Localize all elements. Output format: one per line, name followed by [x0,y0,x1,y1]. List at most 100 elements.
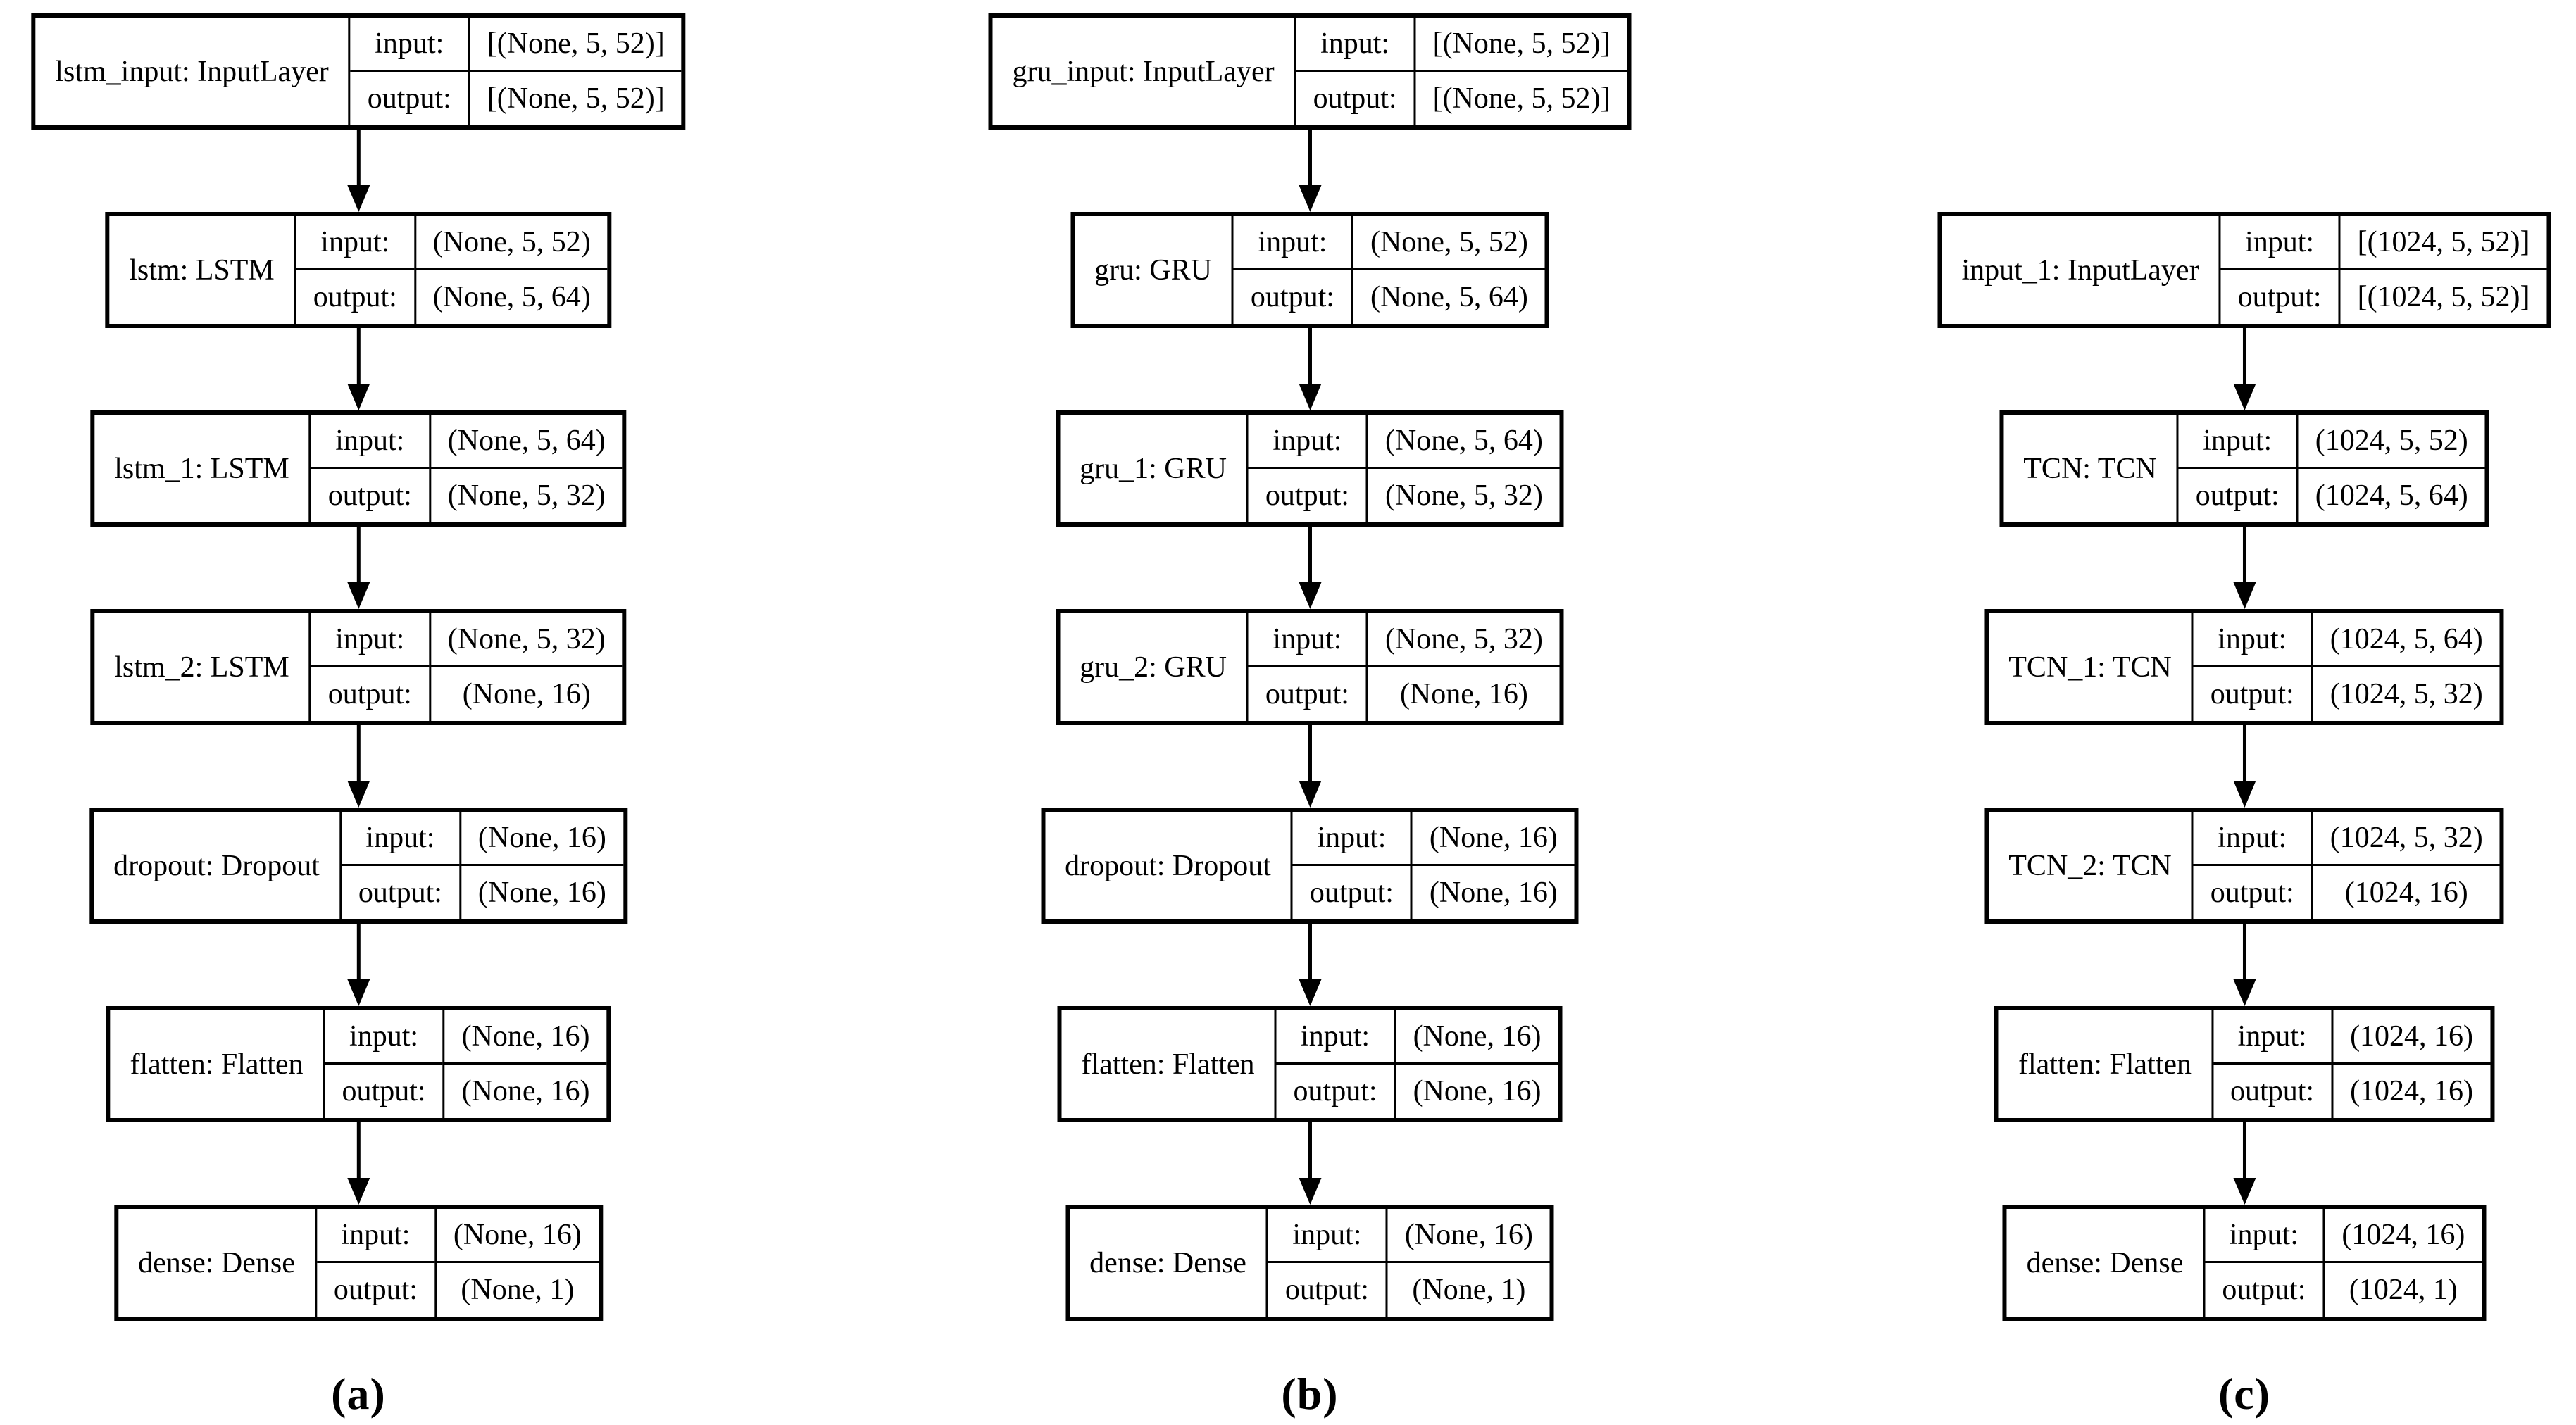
output-shape: (None, 16) [458,865,623,919]
input-shape: (1024, 5, 64) [2311,613,2500,667]
output-label: output: [333,1273,418,1306]
output-label: output: [2210,876,2294,909]
layer-node: dense: Dense input: (None, 16) output: (… [1065,1205,1554,1321]
layer-node: lstm_2: LSTM input: (None, 5, 32) output… [90,609,627,725]
output-label: output: [313,280,397,313]
input-shape: (1024, 5, 32) [2311,812,2500,866]
arrowhead-icon [1298,185,1321,212]
layer-name: flatten: Flatten [1061,1010,1277,1118]
input-label: input: [1296,18,1414,72]
output-shape: (1024, 16) [2311,865,2500,919]
output-shape: (None, 5, 64) [413,270,608,324]
output-label: output: [2210,677,2294,710]
layer-name: dropout: Dropout [94,812,342,919]
output-label: output: [367,82,451,115]
output-label: output: [2195,479,2280,512]
input-shape: (None, 16) [1385,1209,1550,1263]
layer-stack: lstm_input: InputLayer input: [(None, 5,… [31,13,686,1321]
output-label: output: [1309,876,1394,909]
input-label: input: [1268,1209,1386,1263]
output-shape: [(1024, 5, 52)] [2338,270,2547,324]
input-label: input: [350,18,468,72]
arrow-line [356,130,361,186]
arrowhead-icon [346,1178,370,1205]
layer-name: gru_2: GRU [1060,613,1249,721]
input-shape: (1024, 16) [2331,1010,2491,1065]
flow-arrow-connector [345,725,372,808]
input-label: input: [2220,216,2339,270]
arrow-line [2242,527,2246,583]
input-shape: (None, 16) [434,1209,599,1263]
arrow-line [2242,924,2246,980]
output-label: output: [327,677,412,710]
layer-name: gru: GRU [1075,216,1234,324]
subfigure-label-b: (b) [1281,1369,1338,1419]
input-label: input: [316,1209,434,1263]
input-shape: (None, 5, 32) [428,613,623,667]
layer-node: TCN_2: TCN input: (1024, 5, 32) output: … [1984,808,2504,924]
layer-name: dropout: Dropout [1045,812,1293,919]
input-label: input: [1233,216,1351,270]
input-label: input: [296,216,414,270]
input-shape: (None, 5, 64) [1365,415,1560,469]
arrowhead-icon [346,185,370,212]
output-shape: [(None, 5, 52)] [1413,71,1627,125]
arrowhead-icon [1298,1178,1321,1205]
arrowhead-icon [2233,582,2256,609]
input-shape: [(None, 5, 52)] [1413,18,1627,72]
flow-arrow-connector [345,924,372,1006]
layer-name: flatten: Flatten [1999,1010,2214,1118]
flow-arrow-connector [1296,1122,1323,1205]
arrow-line [2242,725,2246,781]
flow-arrow-connector [2231,725,2258,808]
layer-node: gru_2: GRU input: (None, 5, 32) output: … [1056,609,1564,725]
arrowhead-icon [2233,384,2256,410]
input-shape: (None, 5, 64) [428,415,623,469]
layer-name: TCN_2: TCN [1989,812,2194,919]
output-label: output: [2237,280,2322,313]
caption-paren-close: ) [370,1369,386,1419]
output-label: output: [1313,82,1397,115]
output-shape: (None, 16) [1365,667,1560,721]
input-label: input: [1276,1010,1394,1065]
arrow-line [1308,725,1312,781]
layer-name: TCN_1: TCN [1989,613,2194,721]
output-shape: (None, 16) [1410,865,1575,919]
arrow-line [1308,527,1312,583]
arrowhead-icon [346,979,370,1006]
arrow-line [2242,328,2246,384]
output-label: output: [1265,677,1349,710]
arrow-line [1308,328,1312,384]
input-label: input: [311,613,429,667]
input-shape: (None, 16) [442,1010,607,1065]
input-shape: (None, 16) [1410,812,1575,866]
input-shape: (None, 16) [458,812,623,866]
output-label: output: [358,876,442,909]
layer-node: lstm_input: InputLayer input: [(None, 5,… [31,13,686,130]
output-shape: (None, 1) [434,1262,599,1317]
layer-name: dense: Dense [118,1209,317,1317]
layer-name: lstm_input: InputLayer [35,18,351,125]
output-label: output: [342,1074,426,1107]
arrowhead-icon [346,384,370,410]
input-shape: (1024, 5, 52) [2296,415,2485,469]
flow-arrow-connector [345,328,372,410]
input-label: input: [311,415,429,469]
flow-arrow-connector [2231,924,2258,1006]
output-shape: (1024, 5, 64) [2296,468,2485,522]
output-shape: (1024, 1) [2322,1262,2482,1317]
layer-node: TCN_1: TCN input: (1024, 5, 64) output: … [1984,609,2504,725]
layer-name: dense: Dense [1070,1209,1268,1317]
input-shape: (None, 5, 52) [413,216,608,270]
layer-node: flatten: Flatten input: (1024, 16) outpu… [1994,1006,2495,1122]
output-shape: (None, 1) [1385,1262,1550,1317]
output-label: output: [1293,1074,1377,1107]
layer-name: dense: Dense [2007,1209,2206,1317]
layer-node: lstm_1: LSTM input: (None, 5, 64) output… [90,410,627,527]
arrow-line [356,1122,361,1179]
input-label: input: [2193,812,2311,866]
output-shape: (None, 16) [428,667,623,721]
caption-letter: c [2234,1369,2255,1419]
layer-name: lstm: LSTM [109,216,296,324]
arrowhead-icon [2233,1178,2256,1205]
